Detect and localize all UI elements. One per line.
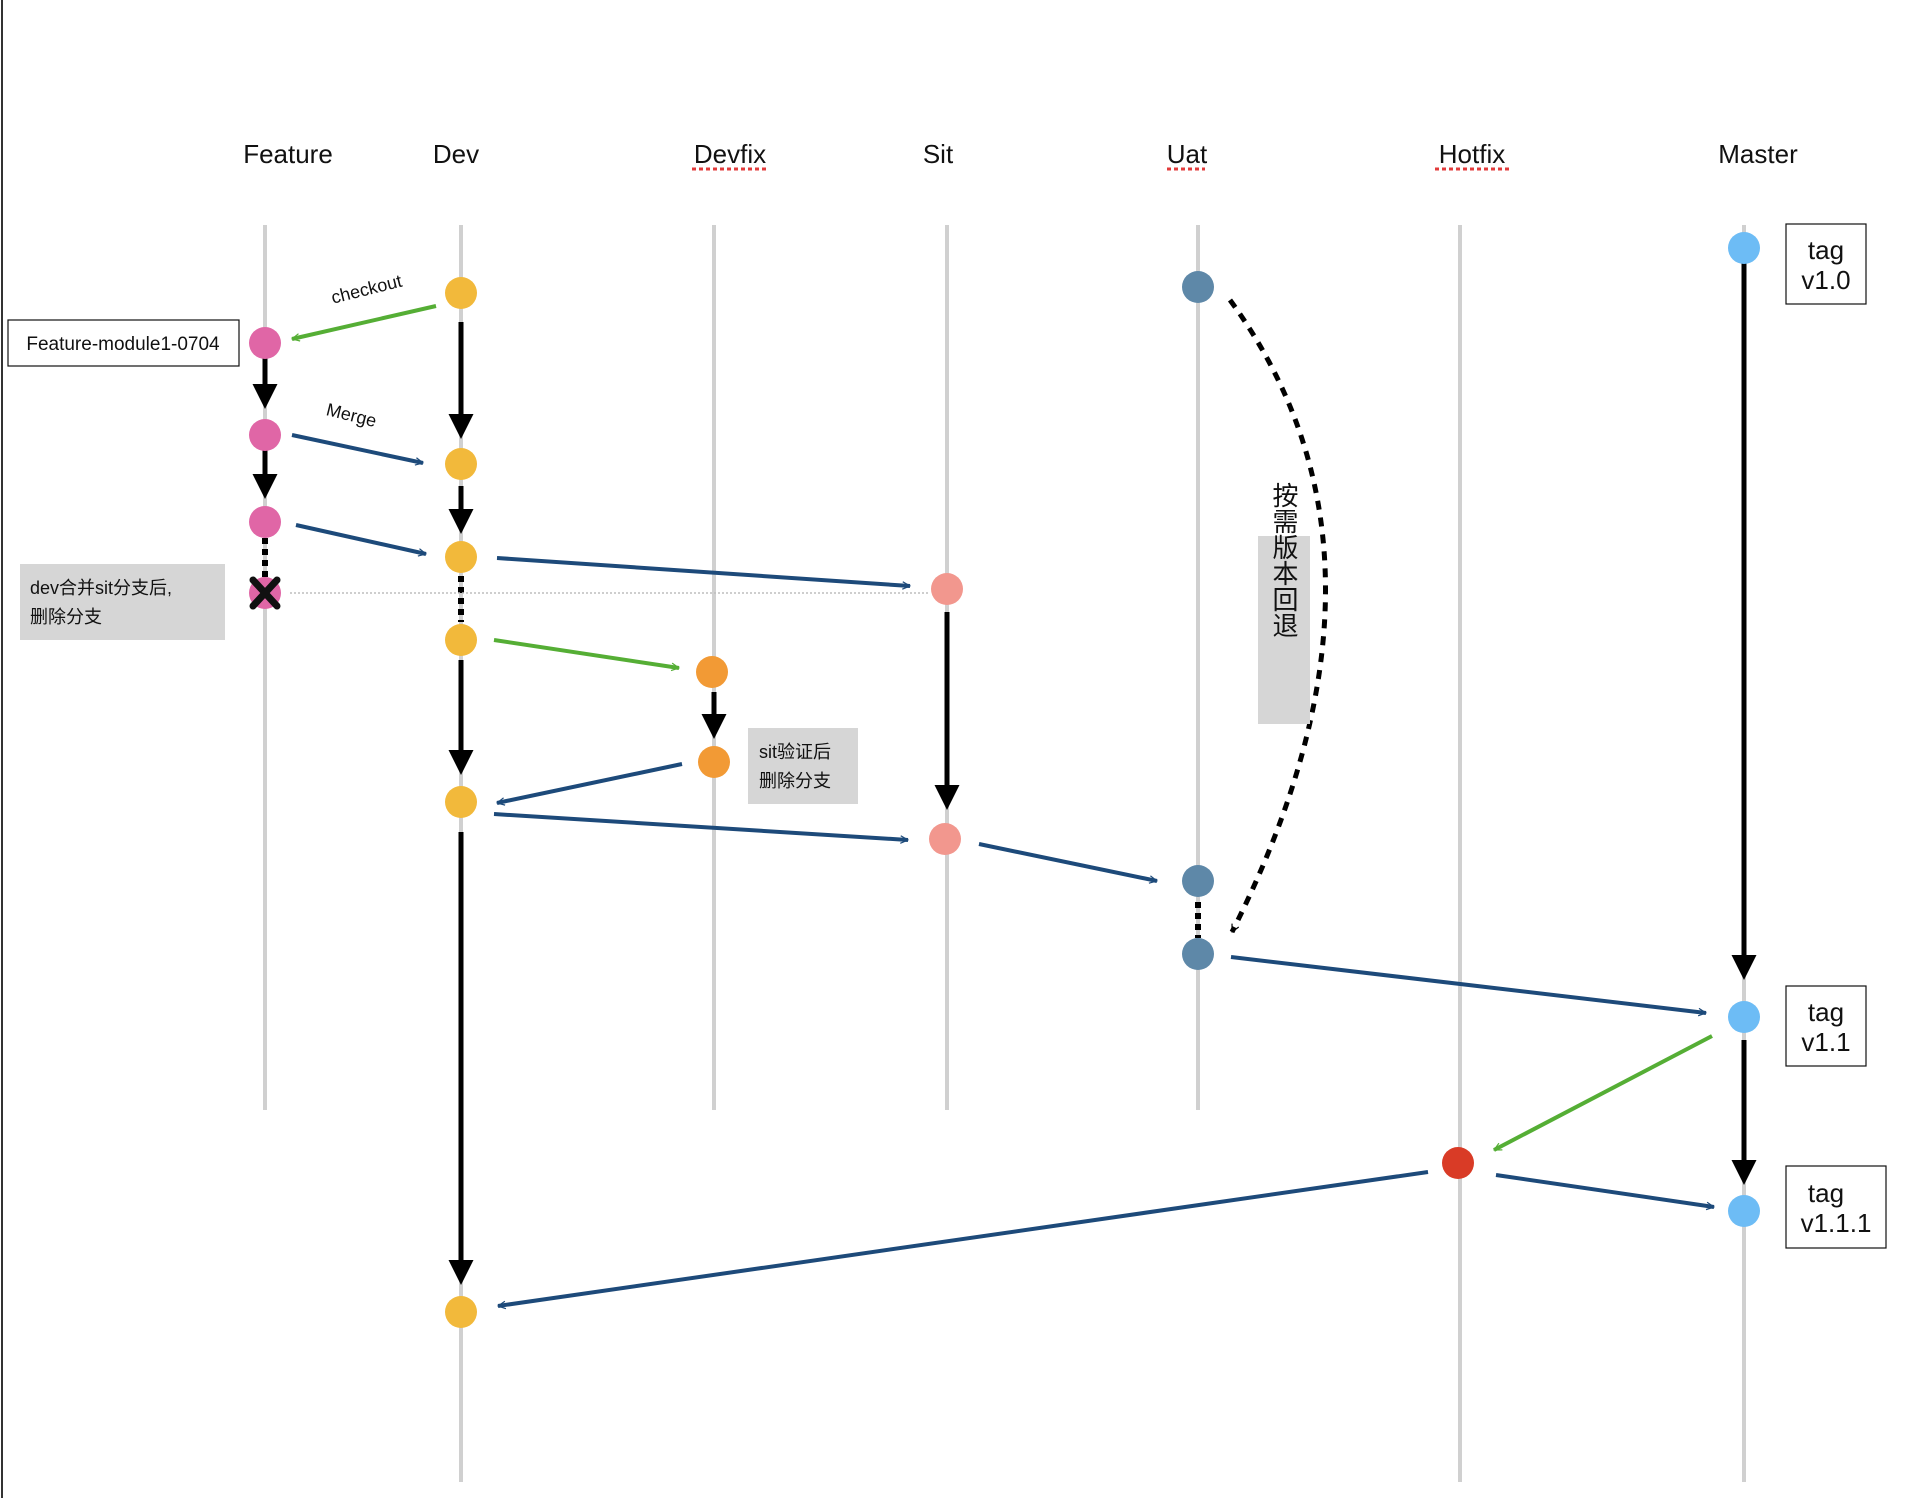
tag-box-v1-1 bbox=[1785, 985, 1867, 1067]
tag-box-v1-0 bbox=[1785, 223, 1867, 305]
checkout-arrow-dev-to-devfix bbox=[493, 638, 679, 668]
header-dev: Dev bbox=[433, 139, 479, 169]
merge-arrow-hotfix-to-master bbox=[1495, 1173, 1714, 1207]
header-hotfix: Hotfix bbox=[1439, 139, 1505, 169]
merge-arrow-uat-to-master bbox=[1230, 955, 1706, 1013]
tag-v1-1-1-line2: v1.1.1 bbox=[1801, 1208, 1872, 1238]
commit-master-v1-1[interactable] bbox=[1728, 1001, 1760, 1033]
commit-nodes bbox=[249, 232, 1760, 1328]
commit-dev-3[interactable] bbox=[445, 541, 477, 573]
commit-uat-2[interactable] bbox=[1182, 865, 1214, 897]
commit-dev-5[interactable] bbox=[445, 786, 477, 818]
merge-arrow-hotfix-to-dev bbox=[498, 1170, 1429, 1306]
merge-arrow-sit-to-uat bbox=[978, 842, 1157, 881]
commit-uat-3[interactable] bbox=[1182, 938, 1214, 970]
merge-arrow-dev-to-sit-2 bbox=[493, 812, 908, 840]
feature-delete-note-box bbox=[20, 564, 225, 640]
commit-feature-2[interactable] bbox=[249, 419, 281, 451]
merge-arrow-devfix-to-dev bbox=[497, 762, 683, 803]
uat-rollback-curve bbox=[1227, 298, 1328, 932]
commit-uat-1[interactable] bbox=[1182, 271, 1214, 303]
commit-feature-3[interactable] bbox=[249, 506, 281, 538]
uat-rollback-note: 按需版本回退 bbox=[1269, 482, 1299, 638]
tag-v1-1-line2: v1.1 bbox=[1801, 1027, 1850, 1057]
commit-master-v1-1-1[interactable] bbox=[1728, 1195, 1760, 1227]
header-uat: Uat bbox=[1167, 139, 1208, 169]
tag-v1-0-line1: tag bbox=[1808, 235, 1844, 265]
tag-v1-1-line1: tag bbox=[1808, 997, 1844, 1027]
edge-label-checkout: checkout bbox=[329, 271, 404, 308]
merge-arrow-dev-to-sit-1 bbox=[496, 556, 910, 586]
commit-feature-1[interactable] bbox=[249, 327, 281, 359]
header-sit: Sit bbox=[923, 139, 954, 169]
merge-arrow-feature-to-dev-2 bbox=[295, 523, 426, 554]
commit-sit-1[interactable] bbox=[931, 573, 963, 605]
commit-devfix-1[interactable] bbox=[696, 656, 728, 688]
tag-v1-1-1-line1: tag bbox=[1808, 1178, 1844, 1208]
uat-rollback-note-box bbox=[1258, 536, 1310, 724]
feature-delete-note-line1: dev合并sit分支后, bbox=[30, 578, 172, 598]
devfix-delete-note-line2: 删除分支 bbox=[759, 771, 831, 791]
commit-master-v1-0[interactable] bbox=[1728, 232, 1760, 264]
commit-devfix-2[interactable] bbox=[698, 746, 730, 778]
commit-sit-2[interactable] bbox=[929, 823, 961, 855]
checkout-arrow-dev-to-feature bbox=[292, 304, 437, 339]
commit-dev-2[interactable] bbox=[445, 448, 477, 480]
devfix-delete-note-box bbox=[748, 728, 858, 804]
commit-dev-6[interactable] bbox=[445, 1296, 477, 1328]
feature-branch-name: Feature-module1-0704 bbox=[26, 334, 220, 355]
header-master: Master bbox=[1718, 139, 1798, 169]
header-feature: Feature bbox=[243, 139, 333, 169]
header-devfix: Devfix bbox=[694, 139, 766, 169]
commit-dev-1[interactable] bbox=[445, 277, 477, 309]
feature-branch-name-box bbox=[7, 319, 240, 367]
edge-label-merge: Merge bbox=[324, 399, 378, 431]
tag-box-v1-1-1 bbox=[1785, 1165, 1887, 1249]
tag-v1-0-line2: v1.0 bbox=[1801, 265, 1850, 295]
feature-delete-note-line2: 删除分支 bbox=[30, 607, 102, 627]
commit-dev-4[interactable] bbox=[445, 624, 477, 656]
commit-hotfix-1[interactable] bbox=[1442, 1147, 1474, 1179]
checkout-arrow-master-to-hotfix bbox=[1494, 1034, 1713, 1152]
merge-arrow-feature-to-dev-1 bbox=[291, 433, 423, 463]
delete-x-icon bbox=[249, 576, 281, 610]
devfix-delete-note-line1: sit验证后 bbox=[759, 742, 831, 762]
